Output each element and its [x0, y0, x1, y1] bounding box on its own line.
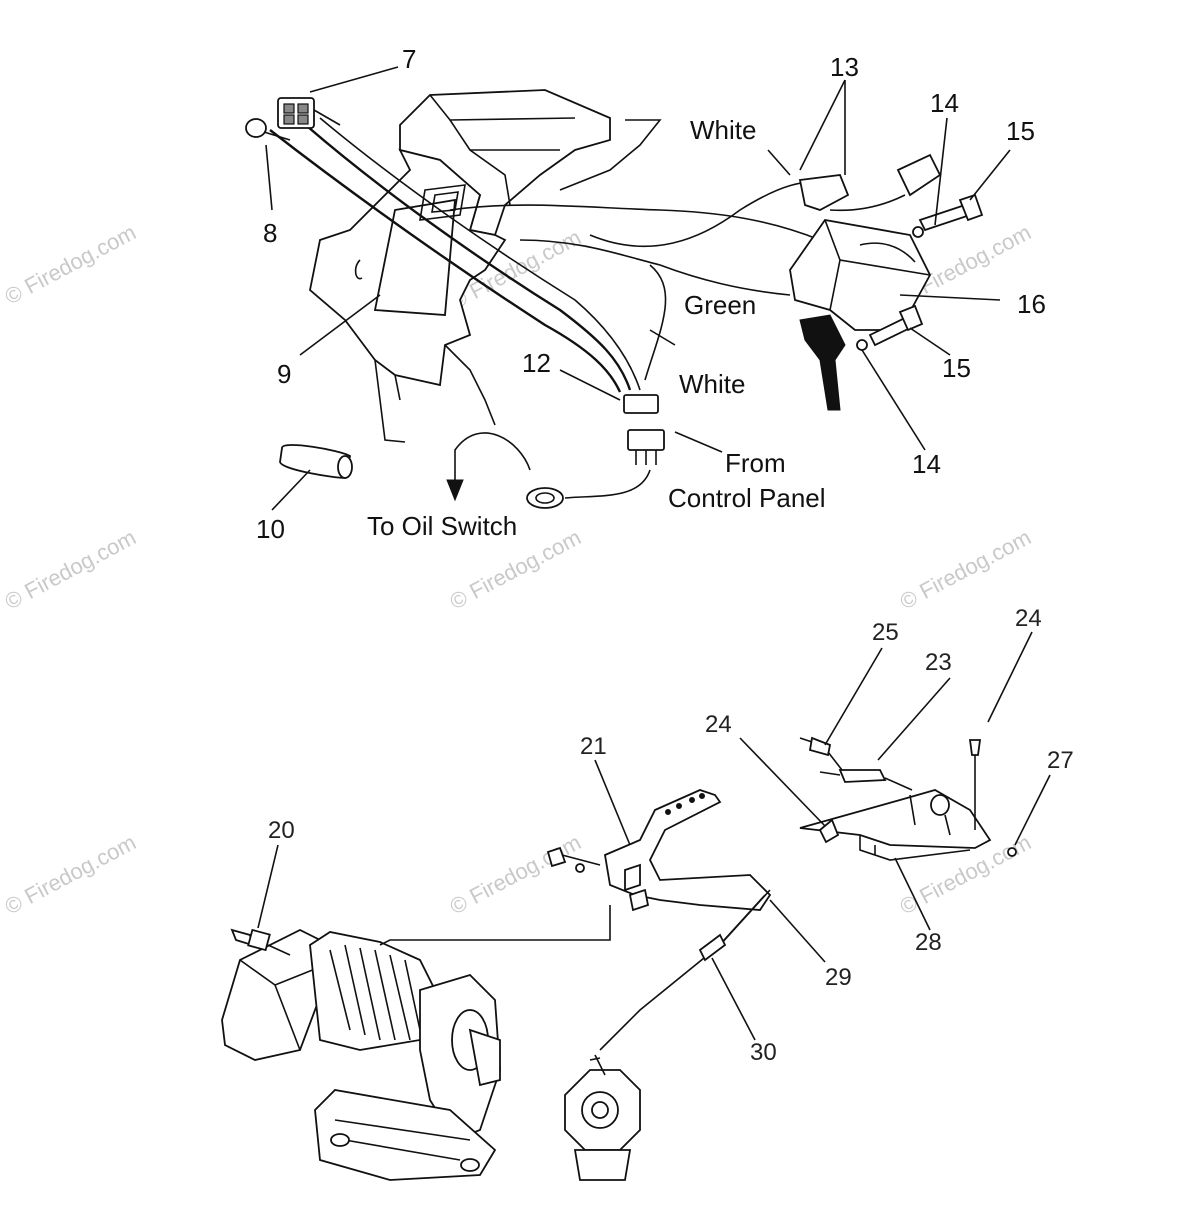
linkage-29-30 — [599, 889, 771, 1051]
callout-25: 25 — [872, 619, 899, 646]
watermark: © Firedog.com — [1, 524, 140, 614]
watermark: © Firedog.com — [1, 219, 140, 309]
callout-21: 21 — [580, 733, 607, 760]
callout-27: 27 — [1047, 747, 1074, 774]
connector-7 — [277, 97, 341, 129]
callout-14-top: 14 — [930, 88, 959, 118]
callout-8: 8 — [263, 218, 277, 248]
callout-23: 23 — [925, 649, 952, 676]
leader-lines-top — [265, 66, 1011, 511]
spark-plug-boot — [798, 153, 942, 212]
callout-15-top: 15 — [1006, 116, 1035, 146]
wiring-harness — [269, 117, 841, 393]
callout-29: 29 — [825, 964, 852, 991]
engine-shroud — [309, 89, 662, 443]
callout-7: 7 — [402, 44, 416, 74]
carburetor — [564, 1054, 641, 1181]
callout-15-bottom: 15 — [942, 353, 971, 383]
callout-24-left: 24 — [705, 711, 732, 738]
callout-30: 30 — [750, 1039, 777, 1066]
decal-plate — [373, 184, 466, 316]
label-green: Green — [684, 290, 756, 320]
callout-14-bottom: 14 — [912, 449, 941, 479]
callout-9: 9 — [277, 359, 291, 389]
label-from: From — [725, 448, 786, 478]
label-control-panel: Control Panel — [668, 483, 826, 513]
watermark: © Firedog.com — [446, 829, 585, 919]
callout-12: 12 — [522, 348, 551, 378]
callout-10: 10 — [256, 514, 285, 544]
label-white-top: White — [690, 115, 756, 145]
sleeve-10 — [279, 444, 353, 479]
bolts-14-15 — [856, 193, 984, 351]
callout-24-right: 24 — [1015, 605, 1042, 632]
connectors-12 — [623, 394, 665, 465]
callout-16: 16 — [1017, 289, 1046, 319]
watermark: © Firedog.com — [1, 829, 140, 919]
callout-20: 20 — [268, 817, 295, 844]
oil-switch-lead — [446, 432, 651, 509]
engine-block — [221, 905, 611, 1181]
governor-bracket-21 — [546, 789, 772, 912]
leader-lines-bottom — [257, 631, 1051, 1041]
watermark: © Firedog.com — [896, 524, 1035, 614]
callout-28: 28 — [915, 929, 942, 956]
spark-plug-20 — [230, 928, 291, 956]
label-to-oil-switch: To Oil Switch — [367, 511, 517, 541]
callout-13: 13 — [830, 52, 859, 82]
throttle-bracket-28 — [799, 736, 1017, 861]
connector-8 — [245, 118, 291, 141]
label-white-mid: White — [679, 369, 745, 399]
